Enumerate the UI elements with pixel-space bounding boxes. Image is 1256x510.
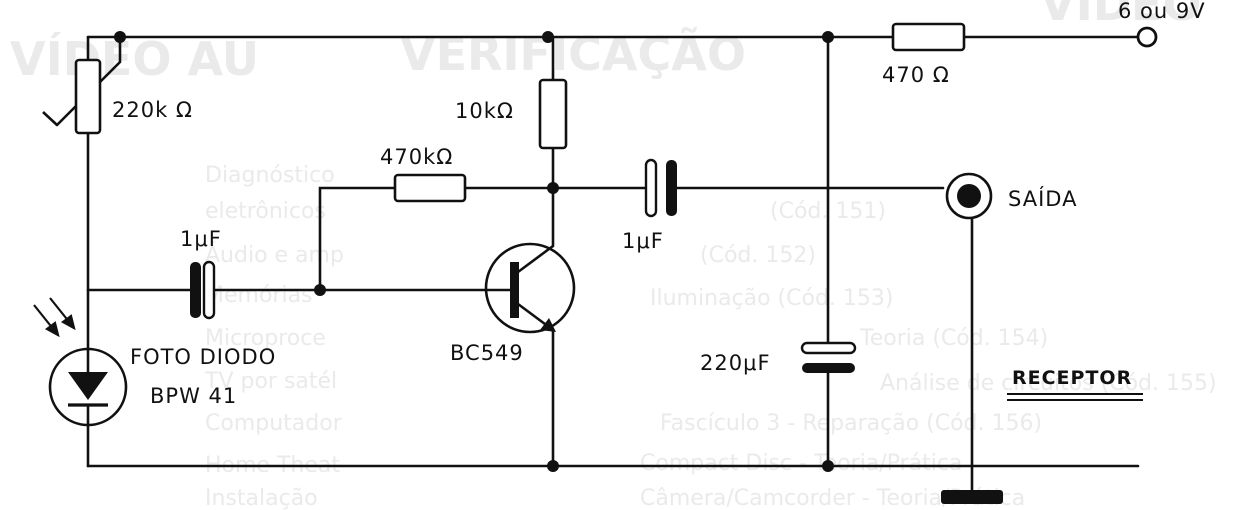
bg-line: TV por satél [204, 369, 337, 394]
junction-dot [314, 284, 326, 296]
capacitor-input-plate-solid [190, 262, 201, 318]
transistor-envelope [484, 242, 576, 334]
bg-line: Instalação [205, 486, 318, 510]
bleed-through-text: VÍDEO AU VERIFICAÇÃO VÍDEO Diagnóstico e… [10, 0, 1217, 510]
label-r-supply: 470 Ω [882, 63, 950, 87]
photodiode-triangle [68, 372, 108, 400]
label-c-output: 1μF [622, 229, 664, 253]
capacitor-filter-plate-open [800, 341, 857, 355]
light-arrows-icon [33, 297, 76, 338]
supply-terminal [1136, 26, 1158, 48]
photodiode [33, 297, 128, 427]
bg-title-mid: VERIFICAÇÃO [400, 26, 746, 81]
bg-line: Fascículo 3 - Reparação (Cód. 156) [660, 411, 1042, 436]
bg-line: Análise de circuitos (Cód. 155) [880, 371, 1217, 396]
resistor-collector [538, 78, 568, 150]
potentiometer-body [74, 58, 102, 135]
label-supply: 6 ou 9V [1118, 0, 1206, 23]
transistor-collector-lead [517, 244, 554, 274]
capacitor-filter-plate-solid [802, 363, 855, 373]
label-r-feedback: 470kΩ [380, 145, 453, 169]
output-jack [945, 172, 993, 220]
potentiometer [42, 58, 102, 135]
label-c-input: 1μF [180, 227, 222, 251]
label-transistor: BC549 [450, 341, 524, 365]
label-pot: 220k Ω [112, 98, 193, 122]
bg-line: Iluminação (Cód. 153) [650, 286, 893, 311]
bg-title-right: VÍDEO [1040, 0, 1201, 31]
resistor-supply [891, 22, 966, 52]
label-output: SAÍDA [1008, 186, 1077, 211]
junction-dot [547, 182, 559, 194]
transistor-emitter-arrow [540, 318, 556, 332]
capacitor-output-plate-open [644, 158, 658, 218]
label-c-filter: 220μF [700, 351, 771, 375]
junction-dot [114, 31, 126, 43]
capacitor-output [644, 158, 677, 218]
labels: 6 ou 9V 470 Ω 220k Ω 10kΩ 470kΩ 1μF 1μF … [112, 0, 1206, 408]
resistor-feedback [393, 173, 467, 203]
ground-icon [941, 490, 1003, 504]
bg-line: Memórias [205, 283, 313, 308]
label-receiver: RECEPTOR [1012, 367, 1132, 389]
junction-dot [822, 460, 834, 472]
junction-dot [547, 460, 559, 472]
capacitor-output-plate-solid [666, 160, 677, 216]
bg-line: Computador [205, 411, 343, 436]
bg-line: Microproce [205, 326, 326, 351]
wire-feedback-left [318, 186, 397, 292]
junction-dot [822, 31, 834, 43]
wires [55, 35, 1140, 495]
bg-line: Diagnóstico [205, 163, 335, 188]
transistor-base-bar [510, 262, 519, 318]
bg-title: VÍDEO AU [10, 32, 259, 86]
bg-line: Áudio e amp [205, 242, 344, 268]
capacitor-filter [800, 341, 857, 373]
bg-line: Teoria (Cód. 154) [859, 326, 1048, 351]
bg-line: (Cód. 152) [700, 243, 816, 268]
capacitor-input [190, 260, 216, 320]
junction-dot [542, 31, 554, 43]
transistor [484, 242, 576, 334]
label-r-collector: 10kΩ [455, 99, 514, 123]
output-jack-center [957, 184, 981, 208]
bg-line: eletrônicos [205, 199, 326, 224]
label-photodiode-2: BPW 41 [150, 384, 237, 408]
junctions [114, 31, 834, 472]
capacitor-input-plate-open [202, 260, 216, 320]
label-photodiode-1: FOTO DIODO [130, 345, 276, 369]
potentiometer-wiper-tick [42, 111, 58, 126]
bg-line: Compact Disc - Teoria/Prática [640, 451, 962, 476]
